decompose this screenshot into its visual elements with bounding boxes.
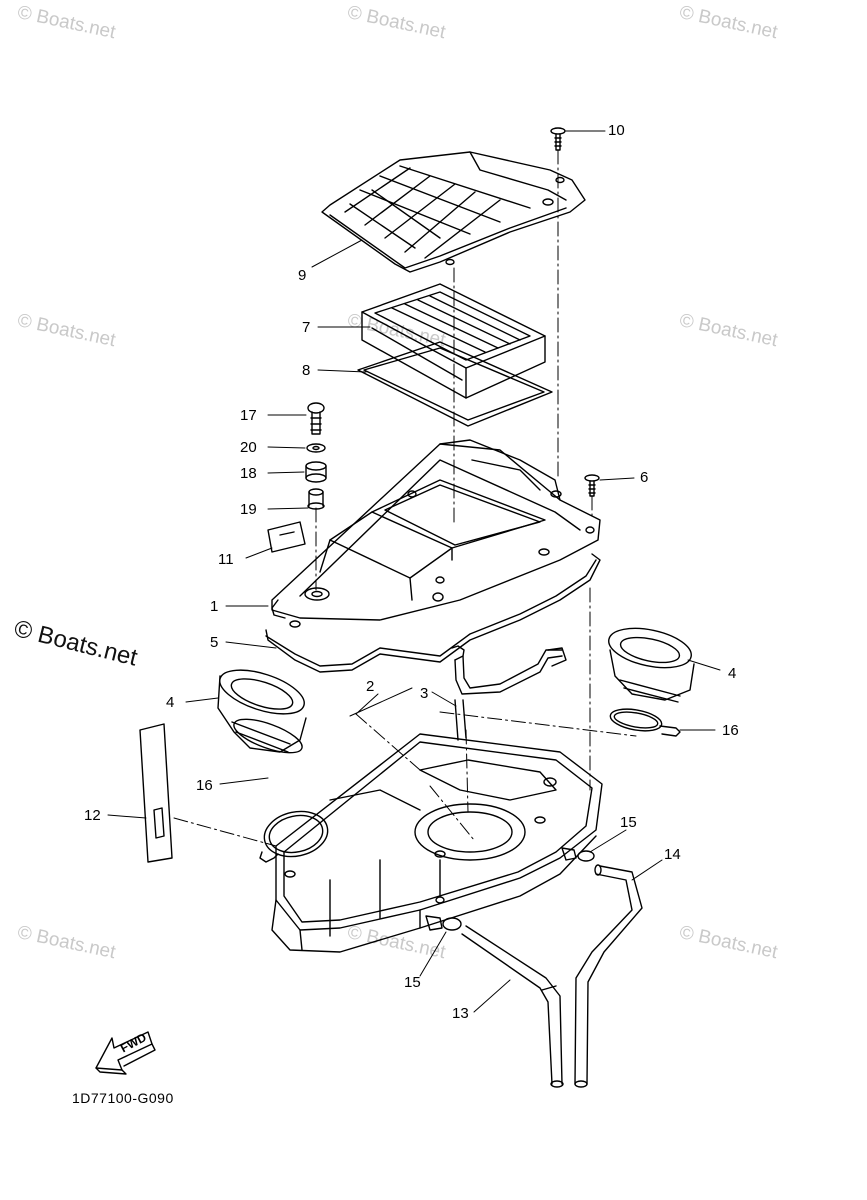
bolt-part-17 <box>307 402 325 435</box>
drain-hose-part-14 <box>574 864 643 1088</box>
callout-number: 11 <box>218 551 234 568</box>
grommet-part-18 <box>305 461 327 483</box>
callout-number: 4 <box>728 665 737 682</box>
filter-gasket-part-8 <box>357 341 553 427</box>
callout-number: 18 <box>240 465 257 482</box>
callout-number: 16 <box>196 777 213 794</box>
callout-number: 9 <box>298 267 307 284</box>
callout-number: 8 <box>302 362 311 379</box>
callout-number: 2 <box>366 678 375 695</box>
callout-number: 14 <box>664 846 681 863</box>
intake-joint-part-4-right <box>608 627 695 703</box>
label-part-11 <box>267 521 306 553</box>
air-box-lower-case-part-2 <box>271 733 603 953</box>
breather-pipe-part-3 <box>451 645 567 741</box>
hose-clamp-part-16-right <box>609 708 681 737</box>
screw-part-10 <box>550 127 566 151</box>
case-gasket-part-5 <box>265 553 601 673</box>
callout-number: 12 <box>84 807 101 824</box>
drain-hose-part-13 <box>461 925 564 1088</box>
callout-number: 7 <box>302 319 311 336</box>
callout-number: 17 <box>240 407 257 424</box>
callout-number: 16 <box>722 722 739 739</box>
forward-arrow-icon <box>95 1031 156 1075</box>
callout-number: 10 <box>608 122 625 139</box>
hose-clip-part-15-upper <box>561 847 595 862</box>
callout-number: 6 <box>640 469 649 486</box>
screw-part-6 <box>584 474 600 497</box>
air-box-cover-part-9 <box>321 151 586 273</box>
reference-lines <box>173 149 637 847</box>
callout-number: 19 <box>240 501 257 518</box>
washer-part-20 <box>306 443 326 453</box>
intake-joint-part-4-left <box>217 669 307 754</box>
diagram-code: 1D77100-G090 <box>72 1090 174 1106</box>
callout-number: 4 <box>166 694 175 711</box>
callout-number: 15 <box>404 974 421 991</box>
hose-clamp-part-16-left <box>259 810 329 863</box>
collar-part-19 <box>307 488 325 510</box>
callout-number: 20 <box>240 439 257 456</box>
callout-number: 1 <box>210 598 219 615</box>
callout-number: 15 <box>620 814 637 831</box>
air-filter-part-7 <box>361 283 546 399</box>
callout-number: 5 <box>210 634 219 651</box>
leader-lines <box>107 130 721 1013</box>
callout-number: 3 <box>420 685 429 702</box>
callout-number: 13 <box>452 1005 469 1022</box>
sheet-part-12 <box>139 723 173 863</box>
air-box-upper-case-part-1 <box>271 439 601 628</box>
hose-clip-part-15-lower <box>425 915 462 931</box>
